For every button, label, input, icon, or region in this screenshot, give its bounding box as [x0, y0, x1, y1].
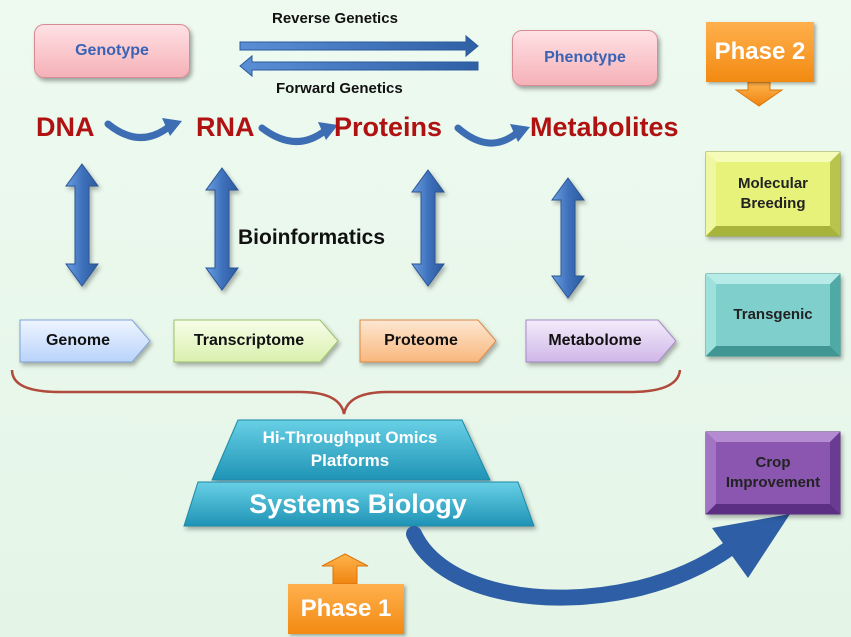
systems-biology-label: Systems Biology — [249, 488, 467, 519]
metabolome-label: Metabolome — [548, 332, 642, 349]
rna-transcriptome-double-arrow — [205, 167, 239, 291]
dna-genome-double-arrow — [65, 163, 99, 287]
metabolites-label: Metabolites — [530, 112, 679, 142]
omics-bracket — [10, 369, 682, 415]
reverse-genetics-arrow — [239, 34, 479, 58]
forward-genetics-arrow — [239, 54, 479, 78]
metabolome-pentagon — [525, 319, 677, 363]
transgenic-bevel — [705, 273, 841, 357]
crop-improvement-label: Crop Improvement — [725, 453, 821, 491]
forward-genetics-label: Forward Genetics — [276, 80, 403, 97]
rna-proteins-arrowhead — [318, 122, 338, 140]
dna-label: DNA — [36, 112, 95, 142]
phase2-down-arrow — [734, 81, 784, 107]
proteome-label: Proteome — [384, 332, 458, 349]
genome-label: Genome — [45, 332, 110, 349]
proteins-metabolites-curve-arrow — [454, 124, 522, 147]
genotype-label: Genotype — [75, 42, 149, 59]
phase1-up-arrow — [321, 553, 369, 585]
molecular-breeding-label: Molecular Breeding — [737, 174, 809, 212]
phase1-box: Phase 1 — [288, 584, 404, 634]
transcriptome-pentagon — [173, 319, 339, 363]
systems-biology-trapezoid — [183, 481, 535, 527]
platforms-label: Hi-Throughput Omics Platforms — [262, 428, 438, 470]
dna-rna-curve-arrow — [104, 120, 174, 141]
platforms-trapezoid — [211, 419, 491, 481]
dna-rna-arrowhead — [162, 118, 182, 136]
transcriptome-label: Transcriptome — [193, 332, 305, 349]
reverse-genetics-label: Reverse Genetics — [272, 10, 398, 27]
systems-to-crop-arrowhead — [712, 514, 790, 578]
genotype-box: Genotype — [34, 24, 190, 78]
bioinformatics-label: Bioinformatics — [238, 226, 386, 249]
proteome-pentagon — [359, 319, 497, 363]
metabolites-metabolome-double-arrow — [551, 177, 585, 299]
phenotype-label: Phenotype — [544, 49, 626, 66]
proteins-proteome-double-arrow — [411, 169, 445, 287]
phenotype-box: Phenotype — [512, 30, 658, 86]
systems-to-crop-curve-arrow — [406, 526, 738, 606]
rna-label: RNA — [196, 112, 255, 142]
rna-proteins-curve-arrow — [258, 124, 330, 145]
crop-improvement-bevel — [705, 431, 841, 515]
proteins-label: Proteins — [334, 112, 443, 142]
phase2-box: Phase 2 — [706, 22, 814, 82]
molecular-breeding-bevel — [705, 151, 841, 237]
transgenic-label: Transgenic — [733, 305, 813, 323]
proteins-metabolites-arrowhead — [510, 124, 530, 142]
genome-pentagon — [19, 319, 151, 363]
